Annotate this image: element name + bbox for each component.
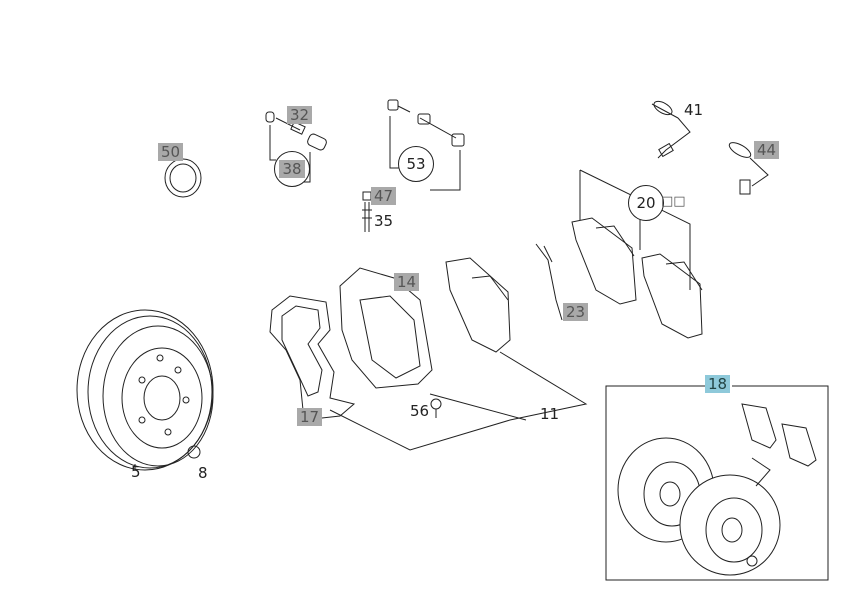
callout-38: 38 [279,160,305,178]
callout-14[interactable]: 14 [394,273,420,291]
brake-caliper-part [339,267,442,418]
callout-38-circle[interactable]: 38 [274,151,310,187]
callout-23[interactable]: 23 [563,303,589,321]
callout-56[interactable]: 56 [410,402,430,420]
kit-box [605,385,829,581]
callout-50[interactable]: 50 [158,143,184,161]
callout-53[interactable]: 53 [398,146,434,182]
wear-sensor-part [728,142,769,195]
brake-pad-part [329,257,588,451]
callout-35[interactable]: 35 [374,212,394,230]
callout-20[interactable]: 20 [628,185,664,221]
callout-47[interactable]: 47 [371,187,397,205]
callout-11[interactable]: 11 [540,405,560,423]
callout-20-suffix: □□ [661,194,686,209]
callout-17[interactable]: 17 [297,408,323,426]
screw-part [187,445,201,459]
guide-pin-set-part [265,111,327,183]
wear-sensor-part [651,100,691,159]
callout-41[interactable]: 41 [684,101,704,119]
brake-disc-part [76,309,214,471]
bolt-set-part [387,99,465,191]
anti-rattle-spring-part [535,243,563,321]
callout-32[interactable]: 32 [287,106,313,124]
callout-44[interactable]: 44 [754,141,780,159]
callout-18[interactable]: 18 [705,375,731,393]
callout-8[interactable]: 8 [198,464,208,482]
seal-ring-part [164,158,202,198]
callout-5[interactable]: 5 [131,463,141,481]
caliper-carrier-part [269,295,356,421]
